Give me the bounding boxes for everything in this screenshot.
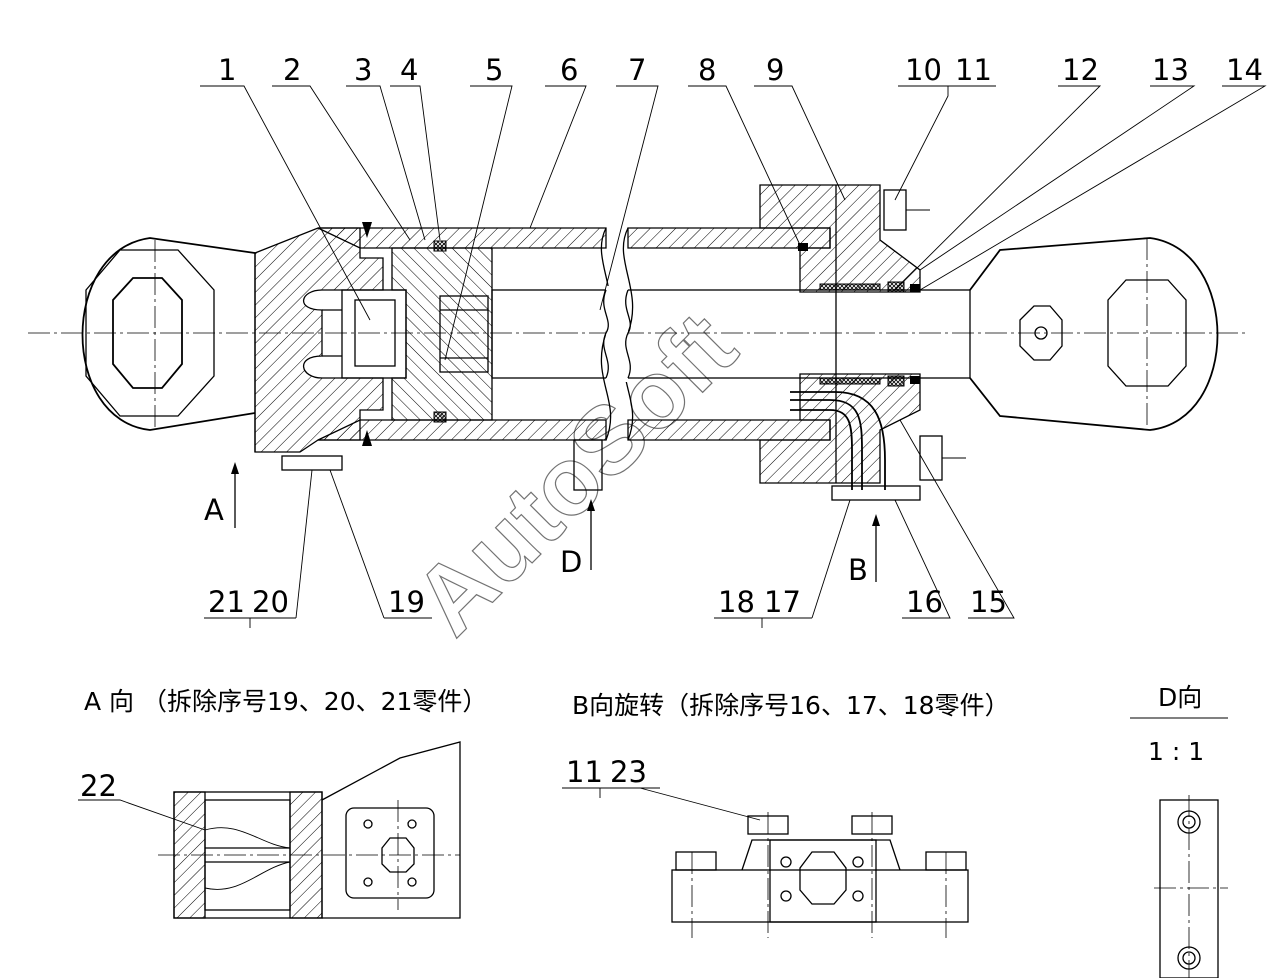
- callout-13: 13: [1152, 53, 1189, 87]
- callout-18: 18: [718, 585, 755, 619]
- direction-arrows: A D B: [204, 462, 880, 587]
- callout-20: 20: [252, 585, 289, 619]
- head-bolt: [883, 189, 907, 231]
- direction-b-label: B: [848, 553, 868, 587]
- callout-11: 11: [955, 53, 992, 87]
- view-a: A 向 （拆除序号19、20、21零件） 22: [78, 687, 487, 919]
- oil-passage: [790, 399, 863, 490]
- view-b: B向旋转（拆除序号16、17、18零件） 11 23: [562, 691, 1010, 938]
- rear-end-cap: [254, 227, 384, 453]
- callout-5: 5: [485, 53, 503, 87]
- port-block-a: [281, 455, 343, 471]
- right-eye-end: [969, 237, 1219, 431]
- piston-nut: [341, 289, 407, 379]
- callout-15: 15: [970, 585, 1007, 619]
- callout-3: 3: [354, 53, 372, 87]
- callout-1: 1: [218, 53, 236, 87]
- direction-a-label: A: [204, 493, 224, 527]
- cylinder-head: [759, 184, 921, 293]
- callout-23: 23: [610, 755, 647, 789]
- view-a-caption: A 向 （拆除序号19、20、21零件）: [84, 687, 487, 716]
- callout-2: 2: [283, 53, 301, 87]
- cylinder-barrel-top: [317, 227, 607, 249]
- callout-7: 7: [628, 53, 646, 87]
- port-block-b: [831, 485, 921, 501]
- callout-17: 17: [764, 585, 801, 619]
- direction-d-label: D: [560, 545, 582, 579]
- view-d-scale: 1 : 1: [1148, 737, 1204, 766]
- callout-14: 14: [1226, 53, 1263, 87]
- callout-6: 6: [560, 53, 578, 87]
- view-b-caption: B向旋转（拆除序号16、17、18零件）: [572, 691, 1010, 720]
- view-d-caption: D向: [1158, 683, 1202, 712]
- callout-16: 16: [906, 585, 943, 619]
- callout-8: 8: [698, 53, 716, 87]
- weld-mark: [362, 222, 372, 238]
- callout-12: 12: [1062, 53, 1099, 87]
- view-d: D向 1 : 1: [1130, 683, 1228, 978]
- main-section-view: A D B: [28, 184, 1245, 587]
- callout-21: 21: [208, 585, 245, 619]
- callout-9: 9: [766, 53, 784, 87]
- piston: [391, 247, 493, 421]
- section-tag: 11: [566, 755, 603, 789]
- left-eye-end: [81, 237, 256, 431]
- callout-22: 22: [80, 769, 117, 803]
- callout-4: 4: [400, 53, 418, 87]
- callouts: 1 2 3 4 5 6 7 8 9 10 11 12 13 14 21 20 1…: [200, 53, 1267, 628]
- piston-rod: [491, 289, 971, 379]
- callout-10: 10: [905, 53, 942, 87]
- callout-19: 19: [388, 585, 425, 619]
